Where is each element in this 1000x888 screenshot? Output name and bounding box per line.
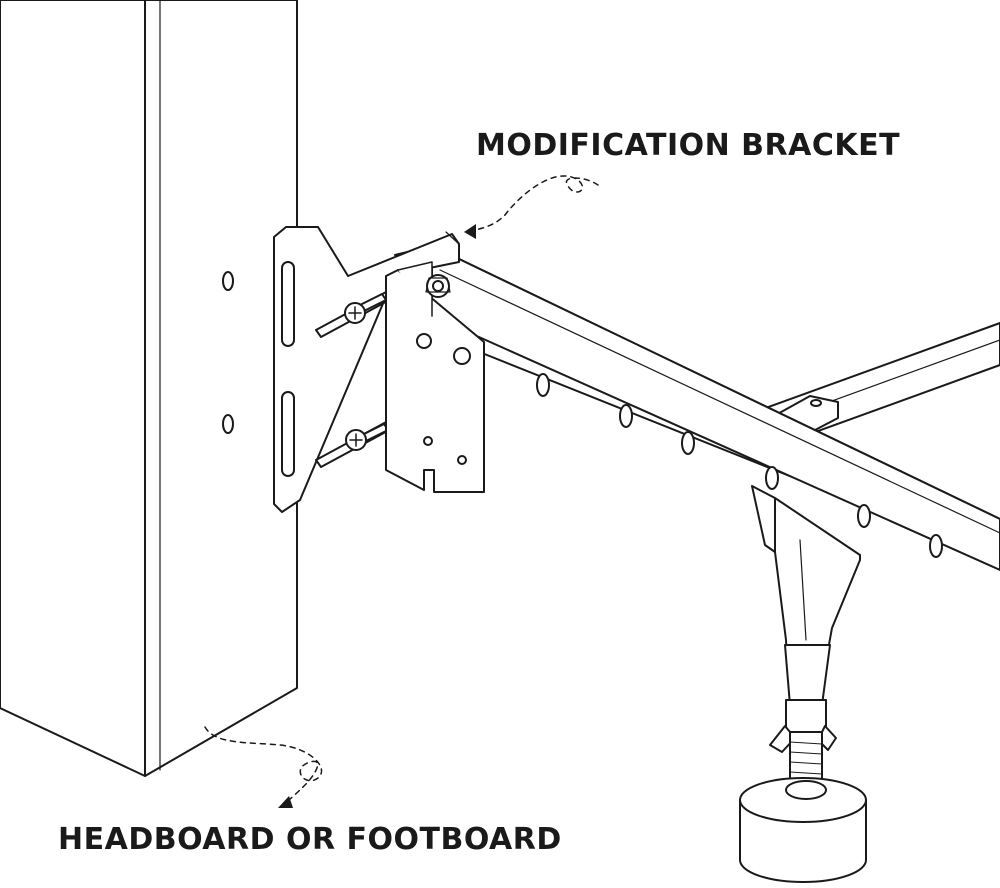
modification-bracket bbox=[274, 227, 459, 512]
board-callout-leader bbox=[205, 727, 322, 805]
rail-end-plate bbox=[386, 262, 484, 492]
board-callout-arrowhead bbox=[278, 796, 293, 808]
screw-lower bbox=[346, 424, 388, 450]
callout-leaders bbox=[205, 176, 598, 805]
bracket-slot-lower bbox=[282, 392, 294, 476]
side-rail bbox=[395, 246, 1000, 570]
post-hole-upper bbox=[223, 272, 233, 290]
headboard-post bbox=[0, 0, 297, 776]
headboard-footboard-label: HEADBOARD OR FOOTBOARD bbox=[58, 822, 562, 857]
bracket-slot-upper bbox=[282, 262, 294, 346]
bracket-callout-leader bbox=[470, 176, 598, 231]
post-hole-lower bbox=[223, 415, 233, 433]
center-support-leg bbox=[740, 396, 866, 882]
bolt-nut bbox=[426, 275, 450, 297]
modification-bracket-label: MODIFICATION BRACKET bbox=[476, 128, 901, 163]
rail-slots bbox=[537, 374, 942, 557]
bracket-callout-arrowhead bbox=[464, 224, 476, 239]
